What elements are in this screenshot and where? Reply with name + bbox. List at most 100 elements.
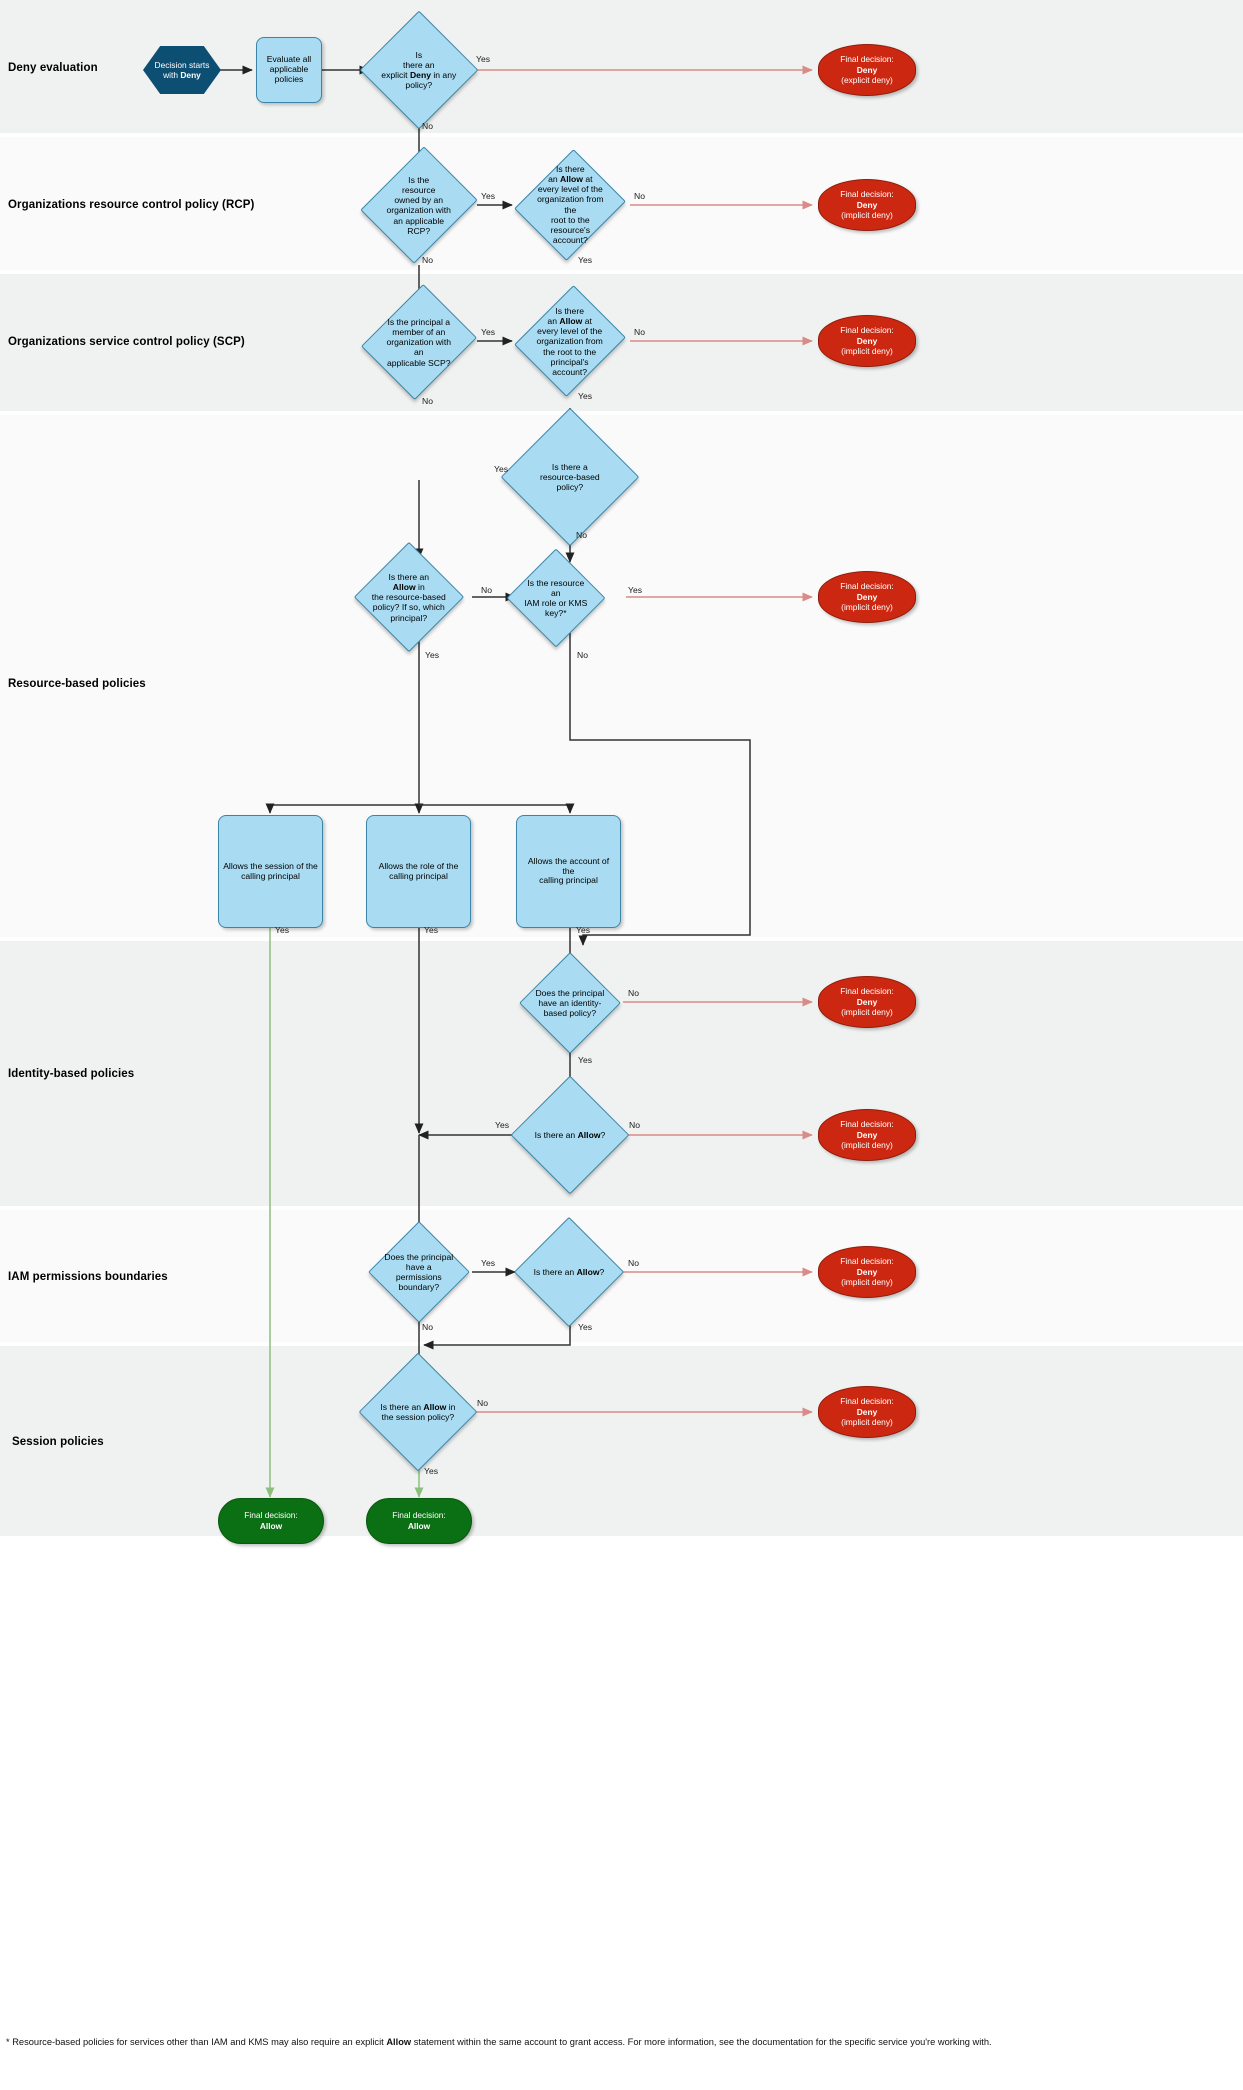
scp-deny-l2: Deny — [856, 335, 878, 346]
terminator-allow-session-path[interactable]: Final decision: Allow — [218, 1498, 324, 1544]
rcp-allow-l4: organization from the — [536, 194, 604, 215]
session-allow-l1c: in — [446, 1401, 456, 1412]
terminator-scp-implicit-deny[interactable]: Final decision: Deny (implicit deny) — [818, 315, 916, 367]
rbp-deny-l2: Deny — [856, 591, 878, 602]
edge-label-rcp-allow-yes: Yes — [578, 255, 593, 265]
rcp-allow-l5: root to the — [550, 215, 590, 226]
terminator-boundary-deny[interactable]: Final decision: Deny (implicit deny) — [818, 1246, 916, 1298]
has-identity-l1: Does the principal — [535, 987, 605, 998]
lane-scp — [0, 274, 1243, 411]
rcp-allow-l3: every level of the — [537, 184, 603, 195]
terminator-allow-main-path[interactable]: Final decision: Allow — [366, 1498, 472, 1544]
scp-allow-l4: organization from — [536, 335, 604, 346]
scp-deny-l3: (implicit deny) — [841, 346, 893, 357]
start-line-1: Decision starts — [154, 59, 210, 70]
scp-allow-l2a: an — [547, 315, 560, 326]
idp-deny-l3: (implicit deny) — [841, 1007, 893, 1018]
explicit-deny-l1: Is — [415, 49, 423, 60]
edge-label-rbp-exists-yes: Yes — [494, 464, 509, 474]
explicit-deny-term-l1: Final decision: — [840, 53, 894, 64]
explicit-deny-term-l3: (explicit deny) — [841, 75, 893, 86]
terminator-rcp-implicit-deny[interactable]: Final decision: Deny (implicit deny) — [818, 179, 916, 231]
start-line-2: with — [163, 70, 181, 80]
edge-label-scp-allow-no: No — [634, 327, 645, 337]
has-identity-l3: based policy? — [543, 1008, 597, 1019]
rcp-allow-l6: resource's — [550, 225, 590, 236]
boundary-allow-l1c: ? — [599, 1266, 605, 1277]
lane-label-deny-evaluation: Deny evaluation — [8, 62, 98, 74]
node-start-decision[interactable]: Decision starts with Deny — [143, 46, 221, 94]
rbp-exists-l1: Is there a — [552, 461, 588, 472]
terminator-session-deny[interactable]: Final decision: Deny (implicit deny) — [818, 1386, 916, 1438]
rcp-owned-l6: RCP? — [407, 225, 431, 236]
edge-label-session-box-yes: Yes — [275, 925, 290, 935]
node-allows-session-of-calling-principal[interactable]: Allows the session of the calling princi… — [218, 815, 323, 928]
rbp-allow-l5: principal? — [390, 612, 428, 623]
rcp-owned-l2: resource — [402, 184, 436, 195]
terminator-resource-based-implicit-deny[interactable]: Final decision: Deny (implicit deny) — [818, 571, 916, 623]
edge-label-identity-policy-yes: Yes — [578, 1055, 593, 1065]
edge-label-identity-allow-no: No — [629, 1120, 640, 1130]
scp-allow-l1: Is there — [555, 305, 585, 316]
edge-label-boundary-exists-yes: Yes — [481, 1258, 496, 1268]
rcp-owned-l4: organization with — [386, 205, 452, 215]
lane-label-resource-based: Resource-based policies — [8, 678, 146, 690]
edge-label-role-box-yes: Yes — [424, 925, 439, 935]
allow1-l2: Allow — [259, 1521, 283, 1531]
perm-boundary-l3: boundary? — [398, 1282, 440, 1293]
sp-deny-l3: (implicit deny) — [841, 1417, 893, 1428]
explicit-deny-l4: policy? — [405, 80, 433, 91]
scp-allow-l3: every level of the — [537, 325, 603, 336]
lane-label-session-policies: Session policies — [12, 1436, 104, 1448]
footnote-allow-word: Allow — [386, 2037, 412, 2047]
edge-label-explicit-deny-yes: Yes — [476, 54, 491, 64]
edge-label-scp-allow-yes: Yes — [578, 391, 593, 401]
scp-allow-l2c: at — [582, 315, 593, 326]
ida-deny-l3: (implicit deny) — [841, 1140, 893, 1151]
edge-label-rbp-allow-no: No — [481, 585, 492, 595]
edge-label-session-allow-no: No — [477, 1398, 488, 1408]
scp-allow-l6: principal's — [551, 356, 589, 367]
rbp-allow-l2c: in — [415, 581, 426, 592]
footnote-pre: * Resource-based policies for services o… — [6, 2037, 387, 2047]
rcp-owned-l3: owned by an — [394, 194, 444, 205]
explicit-deny-l3c: in any — [431, 70, 457, 80]
node-allows-role-of-calling-principal[interactable]: Allows the role of the calling principal — [366, 815, 471, 928]
edge-label-account-box-yes: Yes — [576, 925, 591, 935]
sp-deny-l1: Final decision: — [840, 1395, 894, 1406]
node-allows-account-of-calling-principal[interactable]: Allows the account of the calling princi… — [516, 815, 621, 928]
terminator-identity-allow-deny[interactable]: Final decision: Deny (implicit deny) — [818, 1109, 916, 1161]
terminator-explicit-deny[interactable]: Final decision: Deny (explicit deny) — [818, 44, 916, 96]
scp-member-l4: applicable SCP? — [387, 357, 451, 368]
terminator-identity-has-policy-deny[interactable]: Final decision: Deny (implicit deny) — [818, 976, 916, 1028]
scp-allow-l7: account? — [552, 366, 588, 377]
edge-label-rcp-allow-no: No — [634, 191, 645, 201]
lane-session-policies — [0, 1346, 1243, 1536]
lane-label-scp: Organizations service control policy (SC… — [8, 336, 245, 348]
scp-allow-word: Allow — [559, 315, 583, 326]
perm-boundary-l1: Does the principal — [384, 1251, 454, 1262]
perm-boundary-l2: have a permissions — [396, 1261, 442, 1282]
rcp-allow-l2a: an — [547, 174, 560, 185]
rcp-deny-l2: Deny — [856, 199, 878, 210]
idp-deny-l2: Deny — [856, 996, 878, 1007]
session-allow-word: Allow — [423, 1401, 447, 1412]
session-allow-l2: the session policy? — [381, 1412, 455, 1422]
edge-label-iam-kms-yes: Yes — [628, 585, 643, 595]
rcp-deny-l1: Final decision: — [840, 188, 894, 199]
rbp-allow-word: Allow — [393, 581, 416, 592]
identity-allow-word: Allow — [577, 1129, 601, 1140]
idp-deny-l1: Final decision: — [840, 985, 894, 996]
edge-label-scp-member-no: No — [422, 396, 433, 406]
rcp-allow-l2c: at — [582, 174, 593, 185]
edge-label-identity-allow-yes: Yes — [495, 1120, 510, 1130]
ida-deny-l1: Final decision: — [840, 1118, 894, 1129]
lane-label-permissions-boundaries: IAM permissions boundaries — [8, 1271, 168, 1283]
rcp-owned-l1: Is the — [408, 174, 430, 185]
allows-account-l2: calling principal — [539, 875, 598, 886]
explicit-deny-term-l2: Deny — [856, 64, 878, 75]
rcp-deny-l3: (implicit deny) — [841, 210, 893, 221]
node-evaluate-all-policies[interactable]: Evaluate all applicable policies — [256, 37, 322, 103]
allows-account-l1: Allows the account of the — [527, 855, 610, 876]
